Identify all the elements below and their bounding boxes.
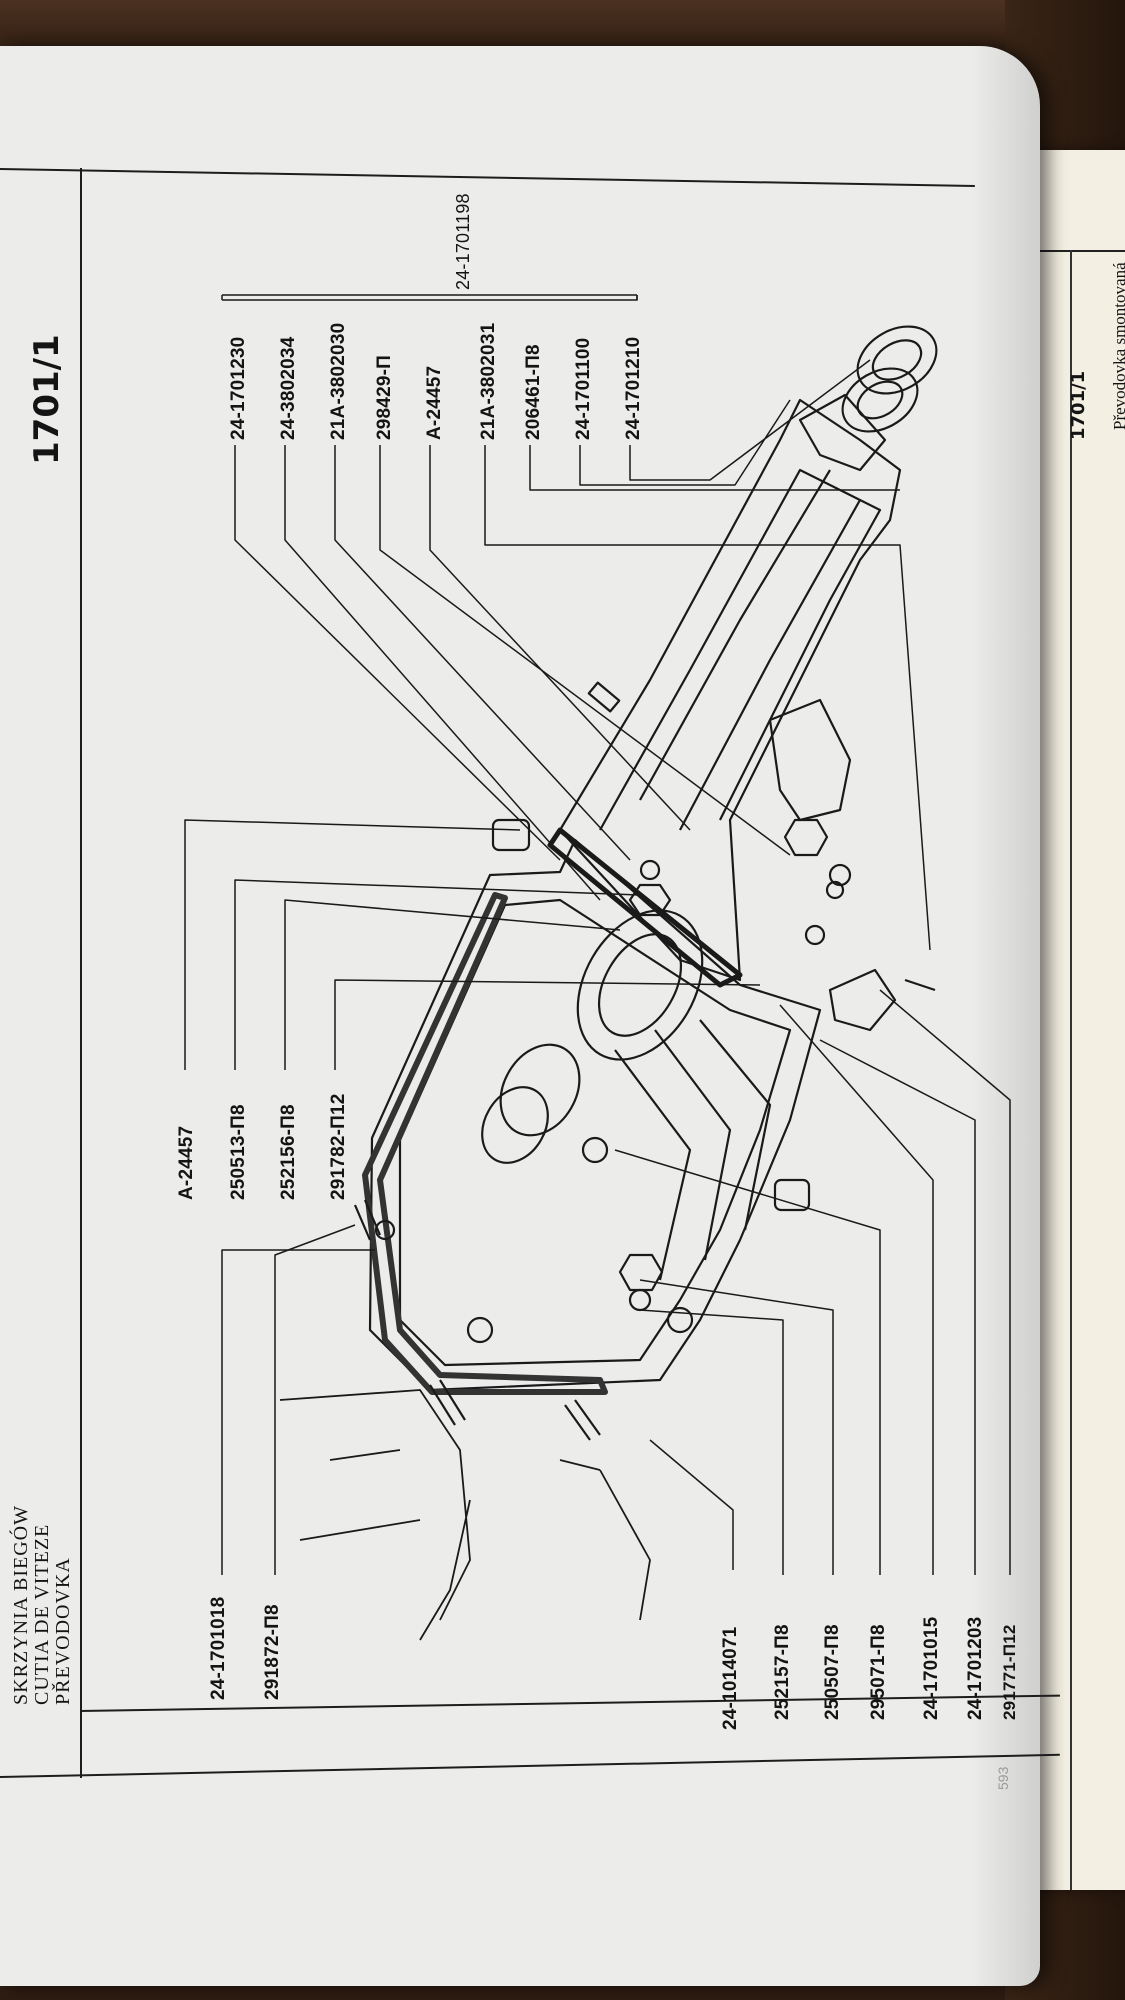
part-label-A-24457-left: A-24457 — [176, 1125, 197, 1200]
extension-rib-2 — [679, 499, 861, 831]
gear-2 — [499, 1043, 581, 1137]
bolt-hole-6 — [804, 924, 826, 946]
output-spline — [798, 393, 887, 472]
groove-1 — [614, 1049, 692, 1281]
plug-right — [773, 1178, 811, 1212]
gear-3 — [481, 1086, 549, 1164]
part-label-252157: 252157-П8 — [772, 1624, 793, 1720]
housing-inner — [398, 898, 792, 1367]
leader-lines — [184, 294, 1011, 1575]
nut-1 — [618, 1253, 664, 1292]
part-label-24-1701018: 24-1701018 — [208, 1596, 229, 1700]
speedo-screw — [904, 978, 936, 992]
part-label-295071: 295071-П8 — [868, 1624, 889, 1720]
page-curl-shade — [970, 46, 1040, 1986]
washer-3 — [825, 880, 845, 900]
page-number: 593 — [995, 1766, 1011, 1790]
catalog-page — [0, 46, 1040, 1986]
title-romanian: CUTIA DE VITEZE — [31, 1523, 53, 1705]
part-label-24-1701100: 24-1701100 — [573, 337, 594, 440]
part-label-A-24457-top: A-24457 — [424, 365, 445, 440]
part-label-291782: 291782-П12 — [328, 1093, 349, 1200]
stud-2 — [564, 1399, 601, 1441]
bolt-hole-5 — [639, 859, 661, 881]
page-code: 1701/1 — [27, 334, 67, 465]
next-page-divider — [1070, 250, 1072, 1890]
part-label-24-1014071: 24-1014071 — [720, 1626, 741, 1730]
nut-2 — [783, 818, 829, 857]
part-label-assembly-24-1701198: 24-1701198 — [453, 193, 473, 290]
part-label-24-1701015: 24-1701015 — [921, 1616, 942, 1720]
mount-flange — [768, 698, 852, 822]
stud-3 — [353, 1199, 382, 1241]
extension-rib-1 — [639, 469, 831, 801]
seal-ring-2 — [841, 367, 919, 433]
seal-ring-1 — [856, 325, 938, 395]
groove-3 — [699, 1019, 772, 1231]
part-label-250507: 250507-П8 — [822, 1624, 843, 1720]
part-label-206461: 206461-П8 — [523, 344, 544, 440]
part-label-252156: 252156-П8 — [278, 1104, 299, 1200]
gasket-top — [547, 827, 743, 988]
part-label-291872: 291872-П8 — [262, 1604, 283, 1700]
frame-left-line — [80, 168, 82, 1778]
part-label-24-1701210: 24-1701210 — [623, 336, 644, 440]
bolt-hole-4 — [374, 1219, 396, 1241]
part-label-21A-3802030: 21A-3802030 — [328, 322, 349, 440]
groove-2 — [654, 1029, 732, 1261]
gear-1-inner — [597, 933, 683, 1037]
part-label-21A-3802031: 21A-3802031 — [478, 322, 499, 440]
washer-1 — [628, 1288, 652, 1312]
gear-1 — [576, 909, 704, 1061]
breather — [587, 681, 621, 713]
plug-top — [491, 818, 531, 852]
part-label-250513: 250513-П8 — [228, 1104, 249, 1200]
speedo-drive — [828, 968, 897, 1032]
seal-ring-1-inner — [871, 339, 923, 381]
seal-ring-2-inner — [856, 380, 904, 420]
extension-inner — [599, 468, 882, 831]
part-label-291771: 291771-П12 — [1000, 1624, 1019, 1720]
engine-block-edge — [279, 1389, 471, 1641]
part-label-24-1701203: 24-1701203 — [965, 1616, 986, 1720]
extension-housing — [558, 398, 902, 982]
title-polish: SKRZYNIA BIEGÓW — [10, 1505, 32, 1705]
part-label-24-1701230: 24-1701230 — [228, 336, 249, 440]
bolt-hole-3 — [666, 1306, 694, 1334]
bolt-hole-1 — [466, 1316, 494, 1344]
stud-1 — [429, 1379, 466, 1426]
part-label-298429: 298429-П — [374, 355, 395, 440]
nut-3 — [628, 883, 672, 917]
title-czech: PŘEVODOVKA — [52, 1557, 74, 1705]
engine-block-edge-2 — [559, 1459, 651, 1621]
bolt-hole-2 — [581, 1136, 609, 1164]
gasket — [362, 892, 608, 1395]
part-label-24-3802034: 24-3802034 — [278, 336, 299, 440]
